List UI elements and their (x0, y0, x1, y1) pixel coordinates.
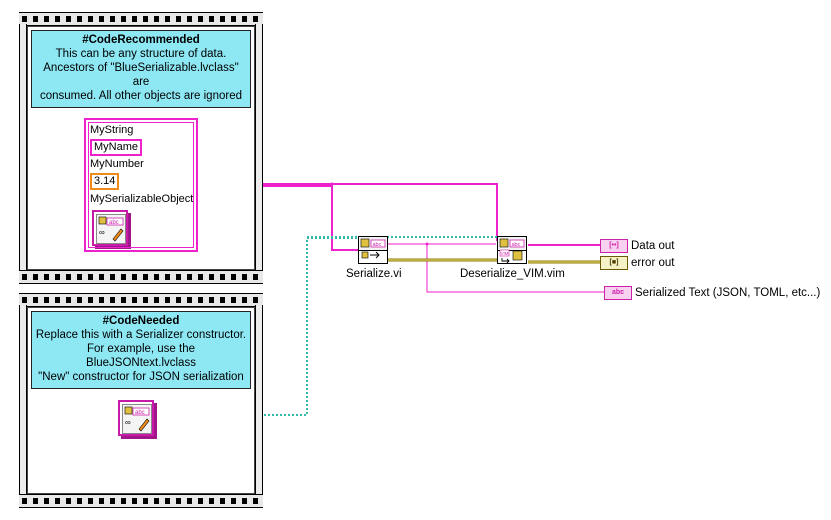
error-out-label: error out (631, 257, 675, 269)
mystring-label: MyString (90, 124, 134, 136)
comment-line: For example, use the BlueJSONtext.lvclas… (86, 343, 196, 369)
abc-text: abc (512, 242, 521, 248)
serialized-text-label: Serialized Text (JSON, TOML, etc...) (635, 287, 821, 299)
abc-text: abc (109, 220, 119, 226)
serialize-vi-node[interactable]: abc (358, 236, 388, 264)
error-wire[interactable] (388, 258, 600, 264)
deserialize-icon: abc VIM (499, 238, 525, 263)
abc-text: abc (373, 242, 382, 248)
string-wire[interactable] (388, 243, 604, 293)
serializer-object-constant[interactable]: abc ∞ (118, 400, 154, 436)
code-recommended-frame: #CodeRecommended This can be any structu… (19, 12, 263, 284)
filmstrip-top (19, 12, 263, 26)
serialized-text-indicator[interactable]: abc (604, 286, 632, 300)
object-glyph-icon: abc ∞ (124, 406, 150, 432)
error-out-indicator[interactable]: [■] (600, 256, 628, 270)
filmstrip-bottom (19, 494, 263, 508)
vim-badge-text: VIM (501, 251, 509, 256)
filmstrip-top (19, 293, 263, 307)
wire-junctions (254, 181, 429, 418)
filmstrip-left (19, 24, 27, 272)
object-glyph-icon: abc ∞ (98, 216, 124, 242)
deserialize-vim-label: Deserialize_VIM.vim (460, 268, 565, 280)
comment-line: This can be any structure of data. (55, 48, 227, 60)
cluster-wire[interactable] (199, 183, 600, 251)
mynumber-value[interactable]: 3.14 (90, 173, 120, 190)
data-out-indicator[interactable]: [••] (600, 239, 628, 253)
serializable-object-icon[interactable]: abc ∞ (92, 210, 128, 246)
myserializableobject-label: MySerializableObject (90, 193, 194, 205)
filmstrip-bottom (19, 270, 263, 284)
comment-title: #CodeNeeded (102, 315, 180, 327)
comment-title: #CodeRecommended (82, 34, 200, 46)
svg-text:∞: ∞ (125, 418, 131, 427)
comment-line: Ancestors of "BlueSerializable.lvclass" … (43, 62, 239, 88)
svg-text:∞: ∞ (99, 228, 105, 237)
comment-line: Replace this with a Serializer construct… (35, 329, 247, 341)
filmstrip-right (255, 24, 263, 272)
data-cluster-constant[interactable]: MyString MyName MyNumber 3.14 MySerializ… (84, 118, 198, 252)
code-needed-comment[interactable]: #CodeNeeded Replace this with a Serializ… (31, 311, 251, 389)
filmstrip-right (255, 305, 263, 496)
comment-line: "New" constructor for JSON serialization (38, 371, 244, 383)
serialize-vi-label: Serialize.vi (346, 268, 402, 280)
abc-text: abc (135, 410, 145, 416)
code-recommended-comment[interactable]: #CodeRecommended This can be any structu… (31, 30, 251, 108)
data-out-label: Data out (631, 240, 675, 252)
mynumber-label: MyNumber (90, 158, 144, 170)
serialize-icon: abc (360, 238, 386, 259)
mystring-value[interactable]: MyName (90, 139, 143, 156)
comment-line: consumed. All other objects are ignored (39, 90, 242, 102)
filmstrip-left (19, 305, 27, 496)
deserialize-vim-node[interactable]: abc VIM (497, 236, 527, 264)
